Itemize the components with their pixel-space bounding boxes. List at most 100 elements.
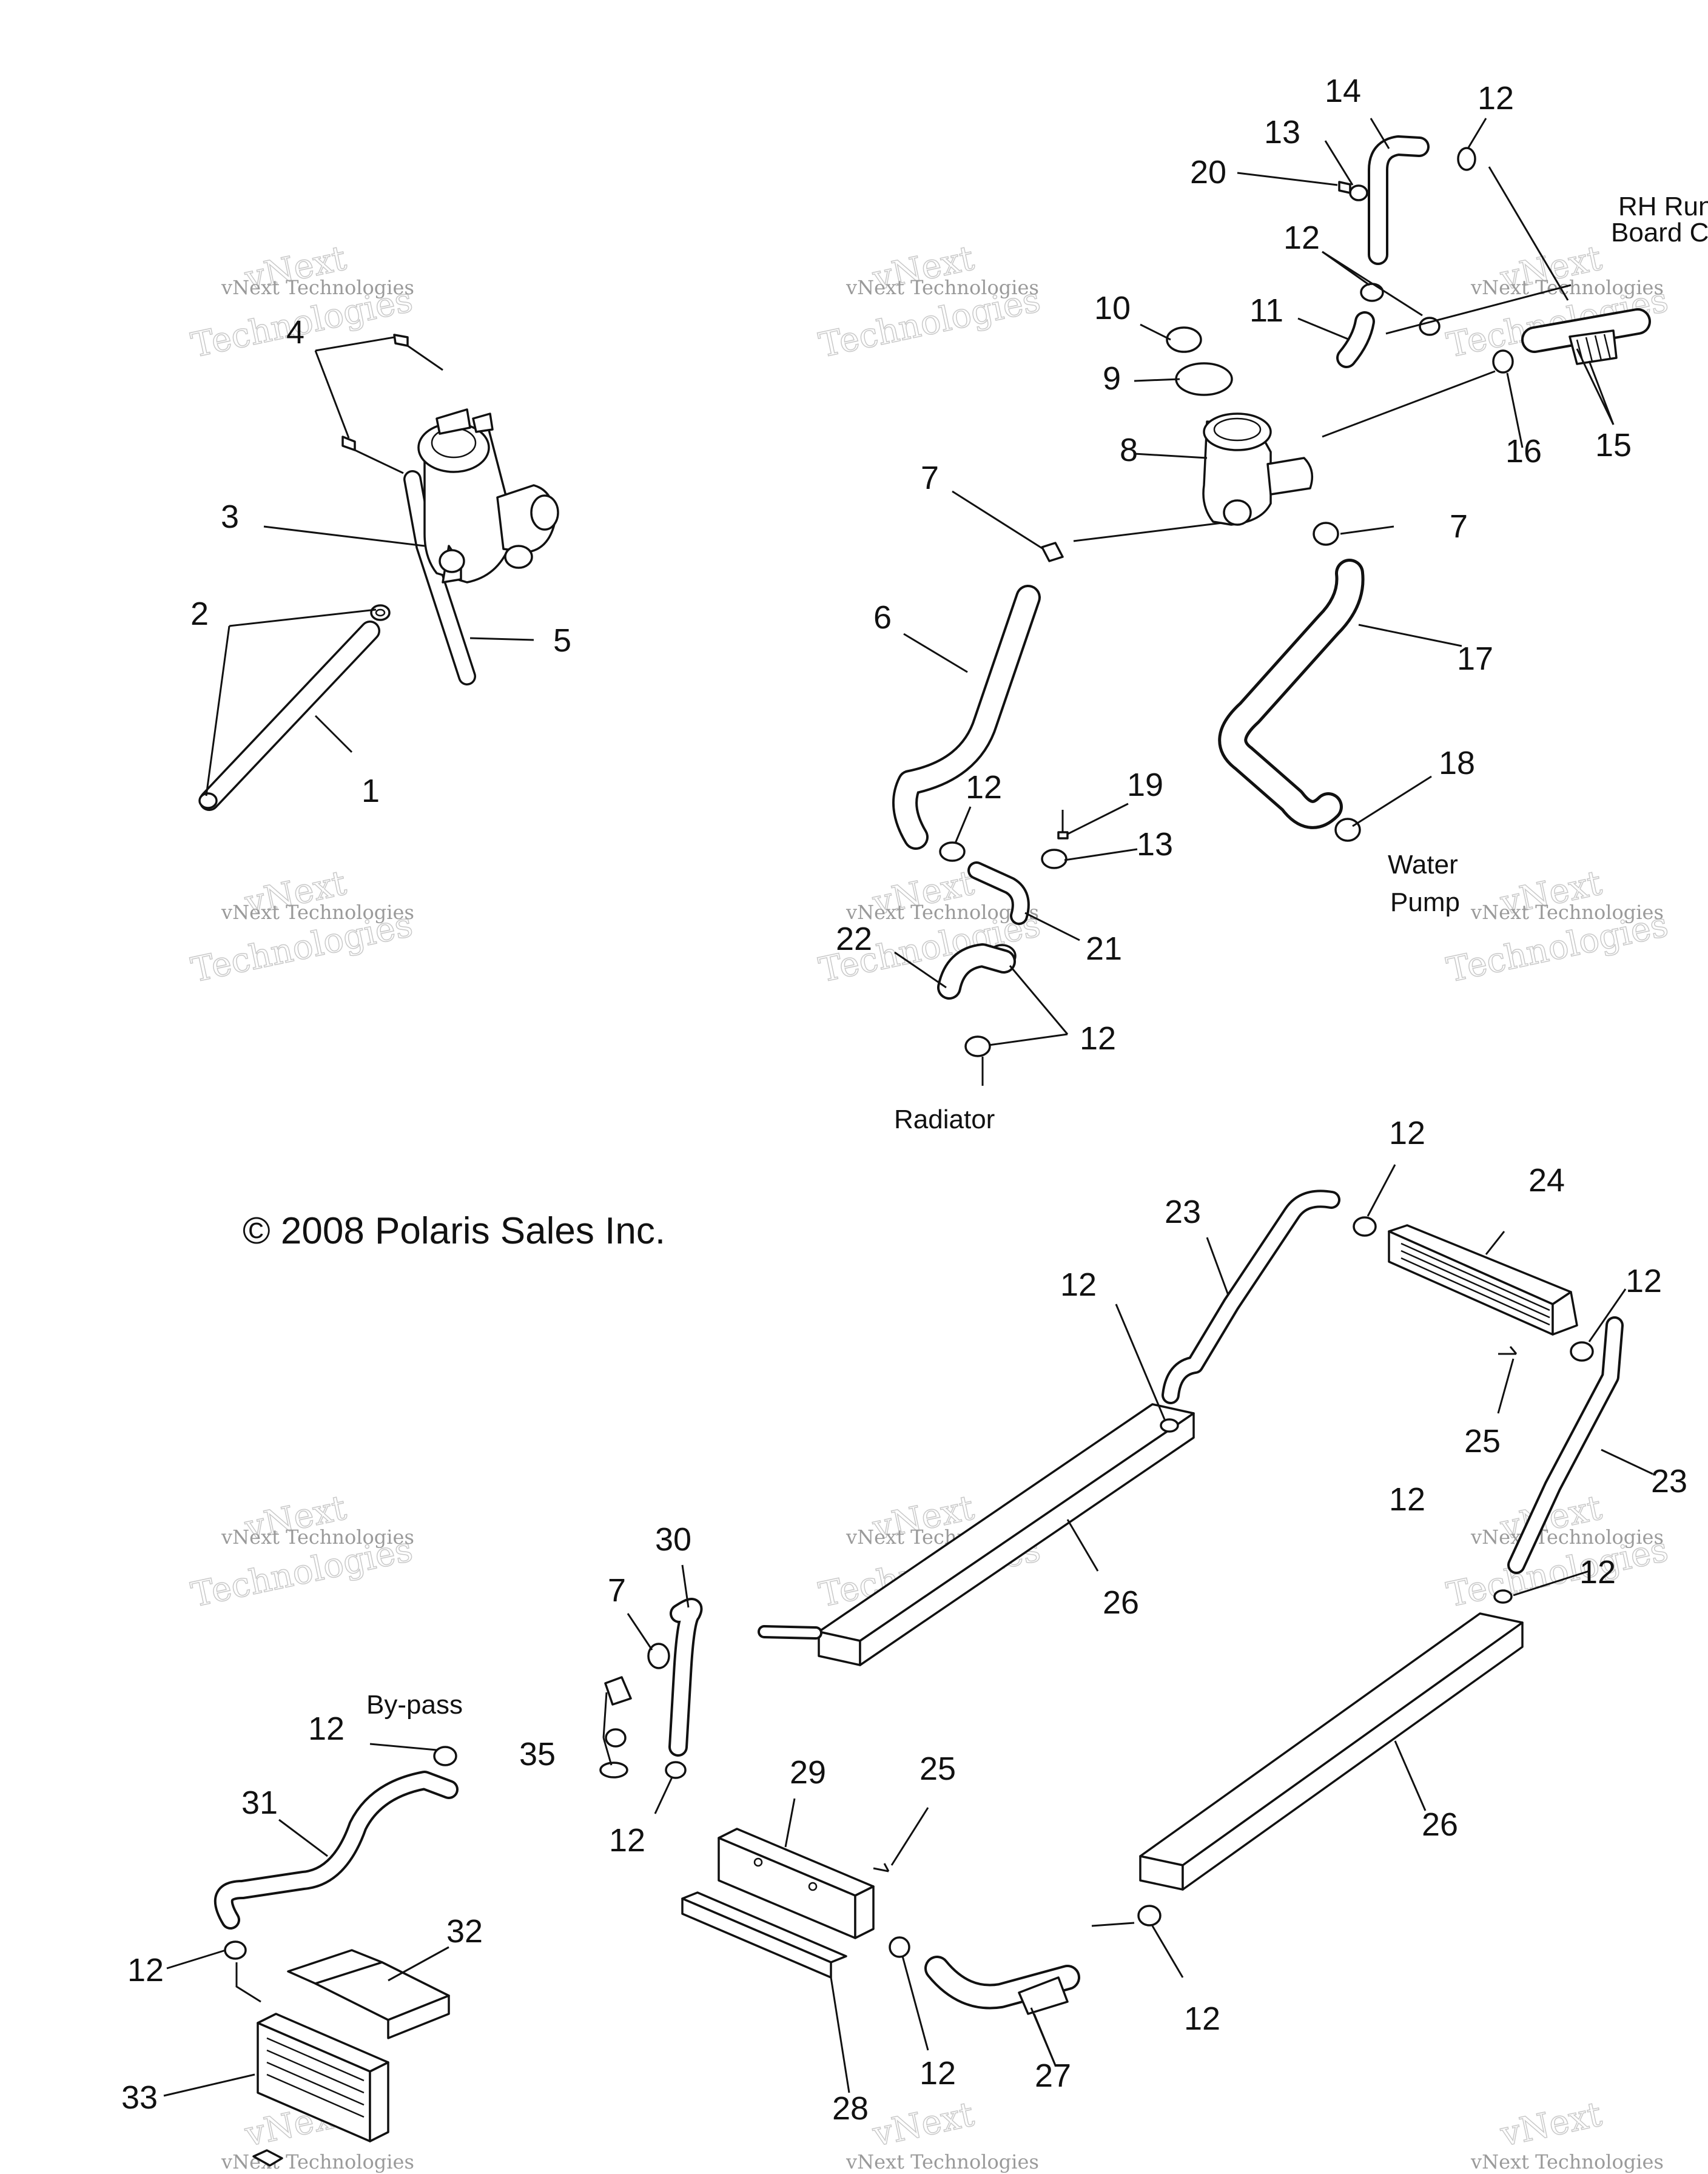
callout-label: 32 xyxy=(446,1913,483,1950)
callout-label: 12 xyxy=(920,2055,956,2092)
part-13-clamp xyxy=(1041,849,1068,869)
callout-label: 25 xyxy=(920,1751,956,1787)
copyright-text: © 2008 Polaris Sales Inc. xyxy=(243,1210,665,1252)
note-water-pump: Water xyxy=(1388,850,1458,880)
part-16-clamp xyxy=(1492,349,1514,374)
callout-label: 11 xyxy=(1249,292,1283,329)
part-12-clamp xyxy=(224,1216,1594,1960)
part-21-hose xyxy=(967,861,1030,925)
callout-label: 4 xyxy=(286,314,304,351)
part-8-thermostat-housing xyxy=(1202,412,1314,526)
callout-label: 12 xyxy=(966,769,1002,806)
watermark: vNext xyxy=(1496,2094,1606,2155)
callout-label: 28 xyxy=(832,2090,869,2127)
callout-label: 5 xyxy=(553,622,571,659)
part-12-clamp xyxy=(1360,147,1476,336)
part-14-hose xyxy=(1368,135,1430,265)
callout-label: 30 xyxy=(655,1521,691,1558)
callout-label: 24 xyxy=(1528,1162,1565,1199)
callout-label: 15 xyxy=(1595,427,1632,463)
callout-label: 23 xyxy=(1165,1194,1201,1230)
part-11-elbow xyxy=(1336,311,1375,368)
watermarks: vNext Technologies vNext Technologies vN… xyxy=(187,238,1672,2173)
part-15-hose xyxy=(1521,308,1651,365)
part-6-hose xyxy=(892,585,1041,850)
callout-label: 17 xyxy=(1457,641,1493,677)
svg-text:vNext: vNext xyxy=(1497,2095,1605,2155)
callout-label: 12 xyxy=(609,1822,645,1859)
callout-label: 26 xyxy=(1103,1584,1139,1621)
part-7-clamp xyxy=(647,1643,670,1669)
callout-label: 31 xyxy=(241,1785,278,1821)
callout-label: 7 xyxy=(608,1572,626,1609)
watermark-small: vNext Technologies xyxy=(1470,1526,1664,1549)
callout-label: 12 xyxy=(1389,1481,1425,1518)
callout-label: 12 xyxy=(1283,220,1320,256)
part-18-clamp xyxy=(1334,818,1361,842)
note-bypass: By-pass xyxy=(366,1690,463,1720)
callout-label: 13 xyxy=(1264,114,1300,150)
callout-label: 8 xyxy=(1120,432,1138,468)
running-board-coolers-assembly xyxy=(163,1164,1653,2167)
part-9-cap xyxy=(1175,362,1233,396)
part-31-hose xyxy=(214,1771,459,1930)
callout-label: 20 xyxy=(1190,154,1226,190)
part-2-clamp xyxy=(370,604,391,621)
note-water-pump: Pump xyxy=(1390,887,1460,917)
note-rh-running-board: Board C xyxy=(1611,218,1708,247)
callout-label: 14 xyxy=(1325,73,1361,109)
callout-label: 26 xyxy=(1422,1806,1458,1843)
part-17-hose xyxy=(1218,559,1365,829)
part-10-gasket xyxy=(1166,326,1202,353)
part-23-hose xyxy=(1507,1316,1624,1574)
callout-label: 12 xyxy=(1389,1115,1425,1151)
callout-label: 12 xyxy=(127,1952,164,1988)
callout-label: 35 xyxy=(519,1736,556,1772)
callout-label: 29 xyxy=(790,1754,826,1791)
overflow-bottle-assembly xyxy=(198,334,559,811)
part-22-hose xyxy=(937,943,1016,1000)
watermark-small: vNext Technologies xyxy=(221,1526,414,1549)
part-32-bracket xyxy=(287,1949,450,2039)
part-24-cooler xyxy=(1388,1224,1578,1336)
part-29-cooler xyxy=(718,1828,875,1939)
watermark-small: vNext Technologies xyxy=(221,901,414,924)
note-rh-running-board: RH Run xyxy=(1618,192,1708,221)
part-23-hose xyxy=(1162,1190,1340,1404)
part-25-fastener xyxy=(873,1346,1518,1873)
watermark-small: vNext Technologies xyxy=(221,2150,414,2173)
callout-label: 22 xyxy=(836,921,872,957)
callout-label: 2 xyxy=(190,596,209,632)
callout-label: 33 xyxy=(121,2079,158,2116)
part-1-overflow-tube xyxy=(198,621,380,811)
watermark: vNext xyxy=(869,2094,978,2155)
callout-label: 21 xyxy=(1086,931,1122,967)
callout-label: 12 xyxy=(1080,1020,1116,1057)
part-4-screw xyxy=(341,334,409,451)
watermark-small: vNext Technologies xyxy=(221,276,414,299)
callout-label: 7 xyxy=(1450,508,1468,545)
callout-label: 7 xyxy=(921,460,939,496)
callout-label: 12 xyxy=(1060,1267,1097,1303)
callout-label: 12 xyxy=(308,1711,345,1747)
callout-label: 25 xyxy=(1464,1423,1501,1459)
svg-text:vNext: vNext xyxy=(869,2095,978,2155)
callout-label: 12 xyxy=(1478,80,1514,116)
watermark-small: vNext Technologies xyxy=(846,901,1039,924)
part-28-bracket xyxy=(681,1891,847,1979)
callout-label: 1 xyxy=(361,773,380,809)
callout-label: 9 xyxy=(1103,360,1121,397)
callout-label: 10 xyxy=(1094,290,1131,326)
part-26-channel xyxy=(1139,1612,1524,1891)
watermark-small: vNext Technologies xyxy=(846,276,1039,299)
part-19-screw xyxy=(1057,810,1069,840)
callout-label: 3 xyxy=(221,499,239,535)
callout-label: 13 xyxy=(1137,826,1173,863)
part-7-clamp xyxy=(1041,522,1339,562)
watermark-small: vNext Technologies xyxy=(846,2150,1039,2173)
callout-label: 12 xyxy=(1626,1263,1662,1299)
watermark-small: vNext Technologies xyxy=(1470,276,1664,299)
callout-label: 16 xyxy=(1505,433,1542,469)
callout-label: 12 xyxy=(1184,2001,1220,2037)
